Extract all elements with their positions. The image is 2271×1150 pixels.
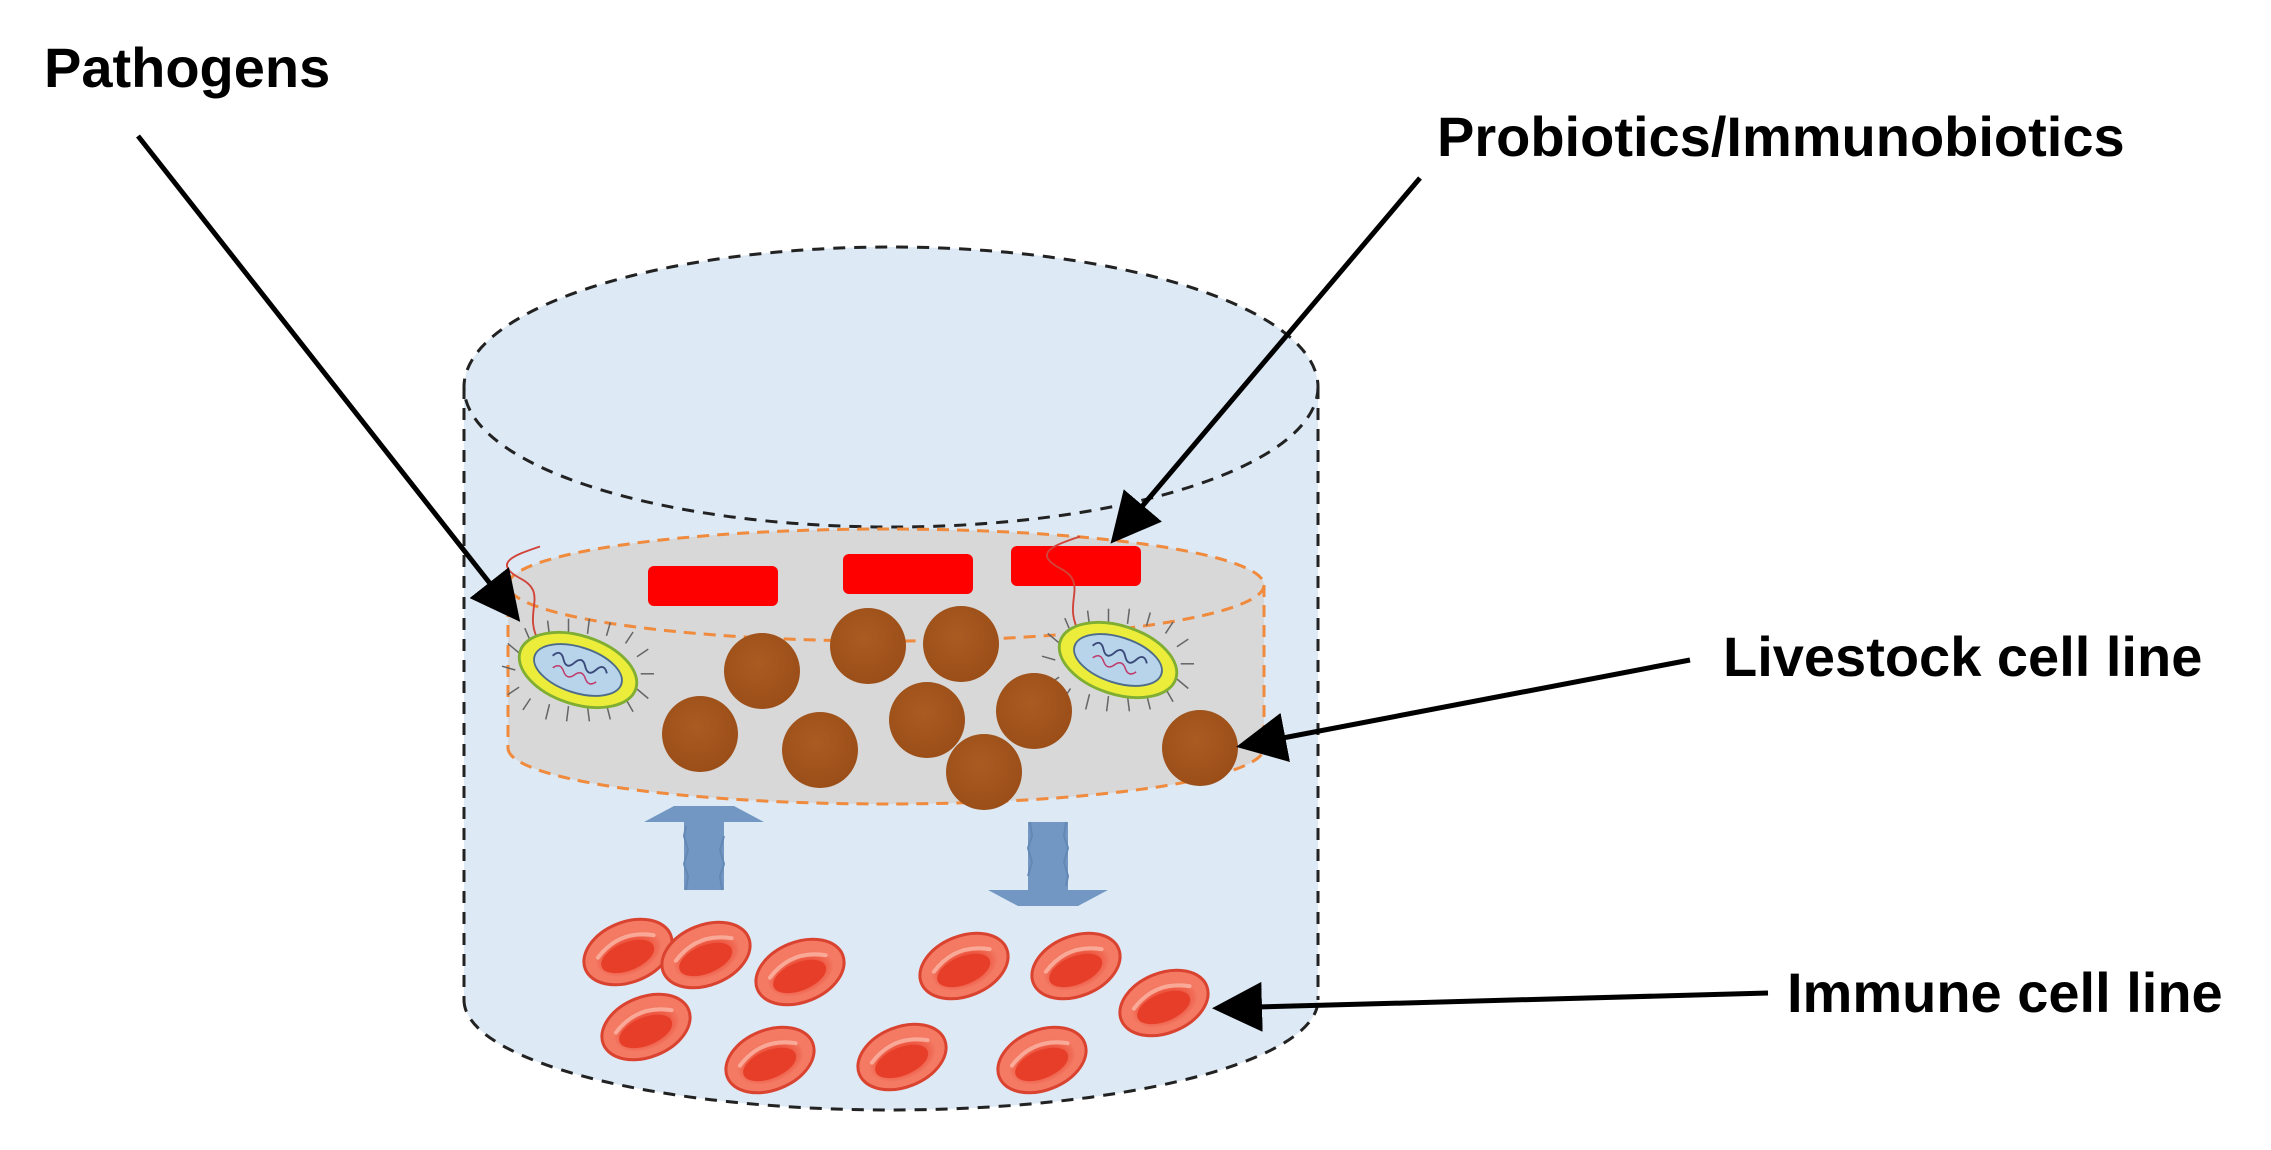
pathogens-label: Pathogens — [44, 36, 330, 99]
round-cell-icon — [946, 734, 1022, 810]
round-cell-icon — [996, 673, 1072, 749]
round-cell-icon — [923, 606, 999, 682]
round-cell-icon — [724, 633, 800, 709]
round-cell-icon — [830, 608, 906, 684]
well-bottom-rim — [462, 999, 1320, 1112]
livestock-cells-group — [662, 606, 1238, 810]
probiotics-label: Probiotics/Immunobiotics — [1437, 105, 2125, 168]
rod-bacterium-icon — [843, 554, 973, 594]
round-cell-icon — [662, 696, 738, 772]
livestock-cell-line-label: Livestock cell line — [1723, 625, 2202, 688]
round-cell-icon — [889, 682, 965, 758]
rod-bacterium-icon — [648, 566, 778, 606]
probiotics-group — [648, 546, 1141, 606]
immune-cell-line-label: Immune cell line — [1787, 961, 2223, 1024]
round-cell-icon — [782, 712, 858, 788]
probiotics-callout-arrow — [1110, 176, 1422, 544]
immune-callout-arrow — [1212, 981, 1769, 1032]
callout-arrows — [136, 134, 1769, 1032]
rod-bacterium-icon — [1011, 546, 1141, 586]
well-top-rim — [462, 245, 1320, 529]
round-cell-icon — [1162, 710, 1238, 786]
pathogens-callout-arrow — [136, 134, 521, 622]
livestock-callout-arrow — [1236, 657, 1691, 763]
